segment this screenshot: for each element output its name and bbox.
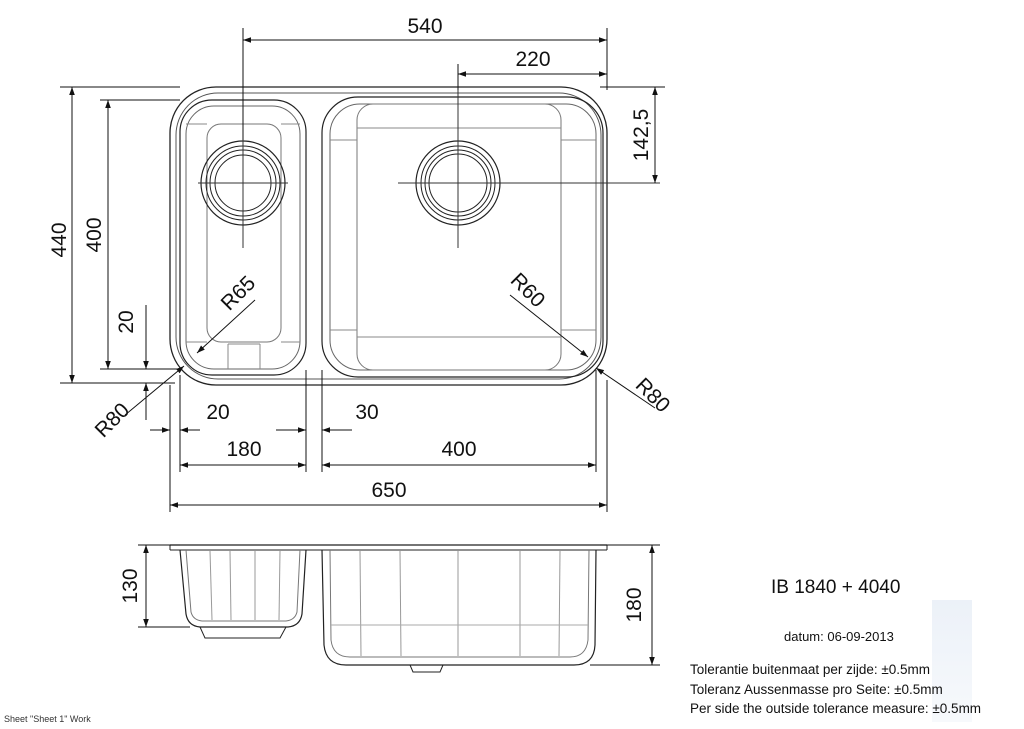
side-view: [169, 544, 608, 673]
large-bowl-drain: [398, 65, 660, 248]
sheet-footer: Sheet "Sheet 1" Work: [4, 714, 91, 724]
tolerance-note-en: Per side the outside tolerance measure: …: [690, 701, 982, 716]
dim-radius-r80-right: R80: [631, 374, 675, 418]
tolerance-note-de: Toleranz Aussenmasse pro Seite: ±0.5mm: [690, 682, 943, 697]
model-name: IB 1840 + 4040: [771, 577, 901, 598]
small-bowl: [179, 99, 307, 376]
dim-radius-r65: R65: [217, 272, 261, 316]
side-dimension-lines: [138, 544, 660, 666]
dim-rim-20: 20: [115, 310, 138, 333]
drawing-date: datum: 06-09-2013: [784, 629, 894, 644]
dim-radius-r80-left: R80: [91, 399, 135, 443]
dim-bowl-180: 180: [226, 438, 261, 461]
dim-depth-180: 180: [623, 587, 646, 622]
dim-height-440: 440: [48, 222, 71, 257]
dim-drain-offset-220: 220: [515, 48, 550, 71]
dimension-lines: [60, 28, 665, 512]
dim-height-400: 400: [83, 217, 106, 252]
dim-gap-30: 30: [355, 401, 378, 424]
dim-gap-20: 20: [206, 401, 229, 424]
sink-outer-outline: [169, 86, 608, 386]
dim-bowl-400: 400: [441, 438, 476, 461]
dim-radius-r60: R60: [506, 269, 550, 313]
dim-overall-650: 650: [371, 479, 406, 502]
dim-drain-from-top: 142,5: [630, 109, 653, 162]
large-bowl: [321, 96, 604, 378]
dim-depth-130: 130: [119, 568, 142, 603]
top-view: [169, 65, 660, 386]
tolerance-note-nl: Tolerantie buitenmaat per zijde: ±0.5mm: [690, 662, 931, 677]
dim-width-540: 540: [407, 15, 442, 38]
small-bowl-drain: [198, 135, 288, 248]
dimension-labels: 540 220 142,5 440 400 20 R65 R60 R80 R80…: [48, 15, 674, 623]
watermark-logo: [932, 600, 972, 722]
